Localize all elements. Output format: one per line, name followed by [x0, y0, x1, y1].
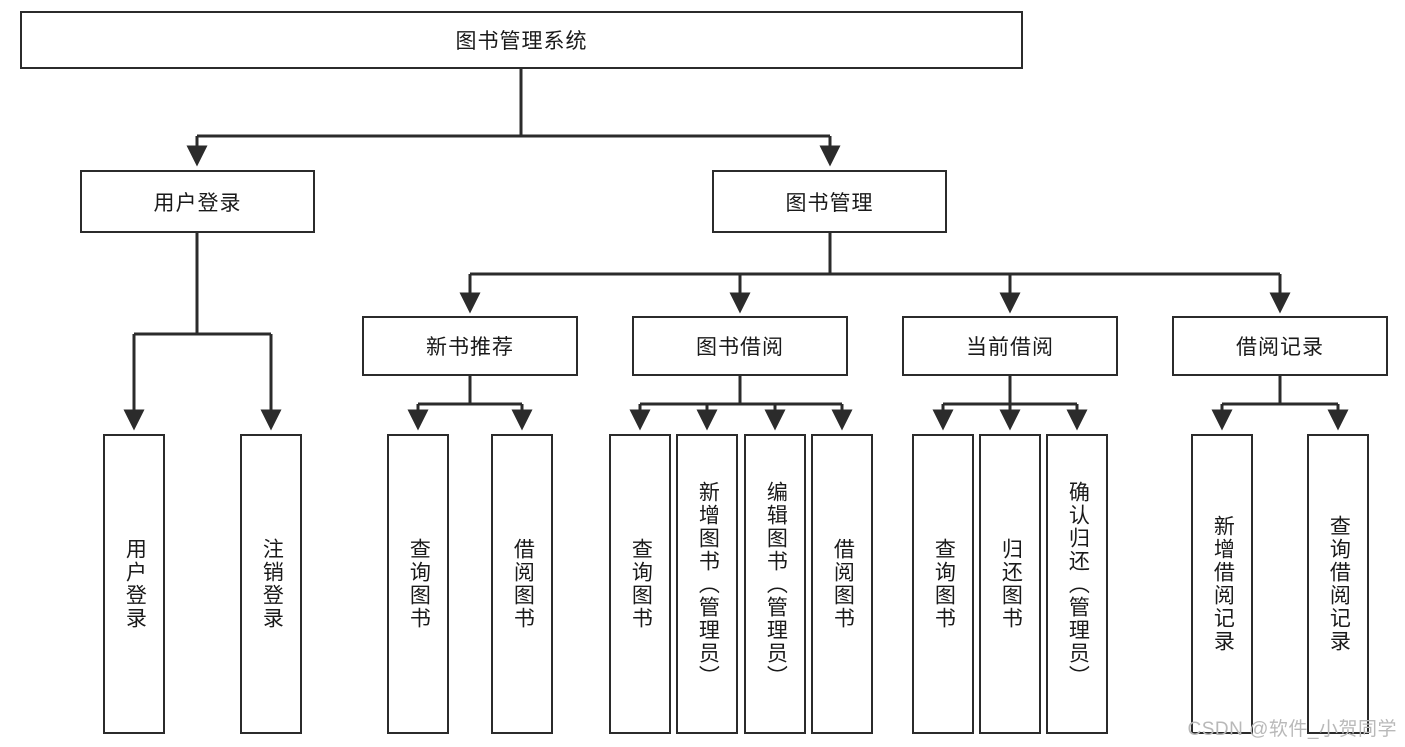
node-user-login-label: 用户登录 — [153, 191, 242, 215]
node-root-label: 图书管理系统 — [455, 30, 588, 53]
node-leaf-edit-book[interactable]: 编辑图书（管理员） — [744, 434, 806, 734]
node-leaf-borrow-book-1[interactable]: 借阅图书 — [491, 434, 553, 734]
node-user-login[interactable]: 用户登录 — [80, 170, 315, 233]
node-leaf-add-book[interactable]: 新增图书（管理员） — [676, 434, 738, 734]
node-new-book-recommend-label: 新书推荐 — [426, 336, 514, 359]
node-leaf-query-record[interactable]: 查询借阅记录 — [1307, 434, 1369, 734]
node-leaf-edit-book-label: 编辑图书（管理员） — [764, 480, 788, 688]
node-leaf-user-login-label: 用户登录 — [123, 538, 147, 630]
node-leaf-logout-label: 注销登录 — [260, 538, 284, 630]
node-leaf-logout[interactable]: 注销登录 — [240, 434, 302, 734]
node-borrow-record-label: 借阅记录 — [1236, 336, 1324, 359]
node-current-borrow-label: 当前借阅 — [966, 336, 1054, 359]
node-leaf-query-book-3[interactable]: 查询图书 — [912, 434, 974, 734]
node-new-book-recommend[interactable]: 新书推荐 — [362, 316, 578, 376]
node-book-borrow[interactable]: 图书借阅 — [632, 316, 848, 376]
node-leaf-query-book-2[interactable]: 查询图书 — [609, 434, 671, 734]
watermark: CSDN @软件_小贺同学 — [1187, 719, 1397, 740]
node-leaf-query-book-1-label: 查询图书 — [407, 538, 431, 630]
node-book-borrow-label: 图书借阅 — [696, 336, 784, 359]
node-leaf-query-book-1[interactable]: 查询图书 — [387, 434, 449, 734]
node-leaf-add-record-label: 新增借阅记录 — [1211, 515, 1235, 653]
node-leaf-user-login[interactable]: 用户登录 — [103, 434, 165, 734]
node-leaf-borrow-book-1-label: 借阅图书 — [511, 538, 535, 630]
node-root[interactable]: 图书管理系统 — [20, 11, 1023, 69]
node-leaf-return-book-label: 归还图书 — [999, 538, 1023, 630]
node-leaf-return-book[interactable]: 归还图书 — [979, 434, 1041, 734]
node-leaf-query-book-3-label: 查询图书 — [932, 538, 956, 630]
node-leaf-add-book-label: 新增图书（管理员） — [696, 480, 720, 688]
node-leaf-query-book-2-label: 查询图书 — [629, 538, 653, 630]
node-leaf-borrow-book-2-label: 借阅图书 — [831, 538, 855, 630]
node-leaf-confirm-return[interactable]: 确认归还（管理员） — [1046, 434, 1108, 734]
node-book-management-label: 图书管理 — [785, 191, 874, 215]
node-current-borrow[interactable]: 当前借阅 — [902, 316, 1118, 376]
node-leaf-query-record-label: 查询借阅记录 — [1327, 515, 1351, 653]
node-leaf-borrow-book-2[interactable]: 借阅图书 — [811, 434, 873, 734]
node-borrow-record[interactable]: 借阅记录 — [1172, 316, 1388, 376]
node-book-management[interactable]: 图书管理 — [712, 170, 947, 233]
node-leaf-add-record[interactable]: 新增借阅记录 — [1191, 434, 1253, 734]
node-leaf-confirm-return-label: 确认归还（管理员） — [1066, 480, 1090, 688]
